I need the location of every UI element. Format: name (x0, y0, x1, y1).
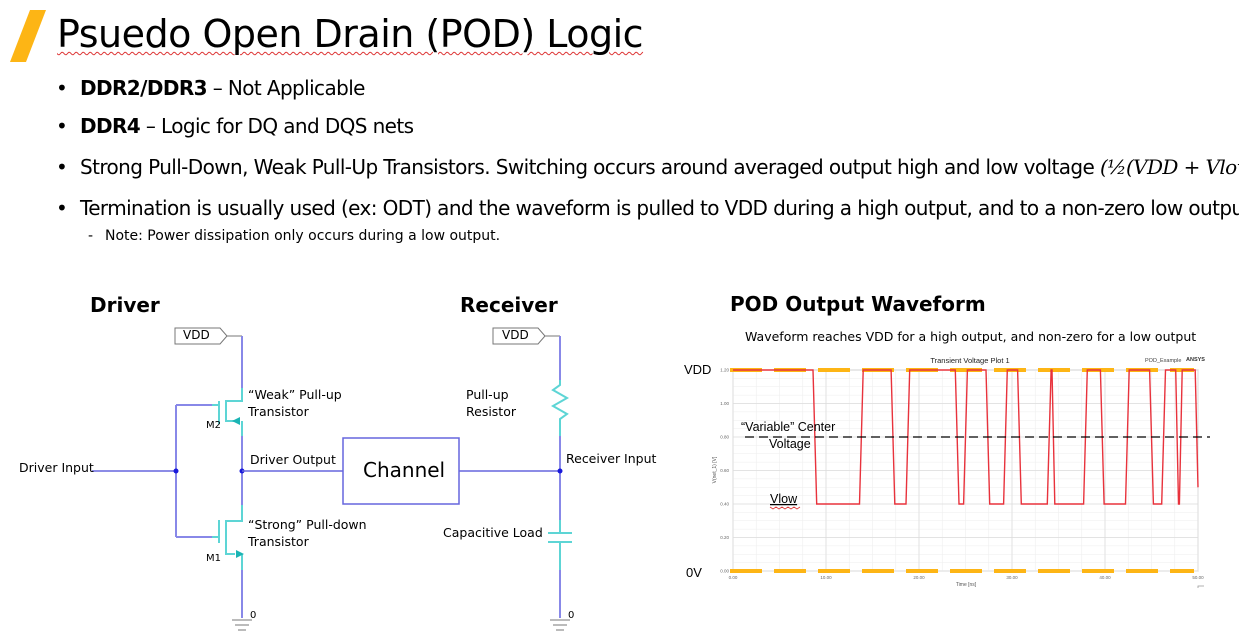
chart-grid (732, 369, 1199, 572)
schematic (92, 327, 572, 631)
x-tick-label: 20.00 (913, 575, 925, 580)
y-tick-label: 0.20 (720, 535, 729, 540)
x-tick-label: 40.00 (1099, 575, 1111, 580)
pullup-resistor-icon (550, 380, 570, 436)
driver-heading: Driver (90, 293, 160, 317)
resistor-label-1: Pull-up (466, 387, 509, 402)
vlow-label: Vlow (770, 492, 798, 506)
spellcheck-squiggle (769, 506, 801, 510)
zero-volt-marker-label: 0V (686, 565, 702, 580)
channel-block (342, 437, 460, 505)
title-text: Psuedo Open Drain (POD) Logic (57, 12, 644, 56)
driver-ground-label: 0 (250, 610, 257, 621)
pullup-transistor-label-2: Transistor (248, 404, 309, 419)
receiver-vdd-label: VDD (502, 328, 529, 342)
page-title: Psuedo Open Drain (POD) Logic (57, 12, 644, 56)
center-voltage-label-1: “Variable” Center (741, 420, 835, 434)
waveform-caption: Waveform reaches VDD for a high output, … (745, 329, 1197, 344)
pulldown-transistor-label-1: “Strong” Pull-down (248, 517, 367, 532)
resistor-label-2: Resistor (466, 404, 516, 419)
bullet-bold: DDR2/DDR3 (80, 76, 208, 100)
x-tick-label: 0.00 (729, 575, 738, 580)
y-tick-label: 0.60 (720, 468, 729, 473)
chart-project-label: POD_Example (1145, 358, 1181, 364)
chart-xlabel: Time [ns] (956, 582, 977, 588)
y-tick-label: 1.00 (720, 401, 729, 406)
sub-bullet-note: -Note: Power dissipation only occurs dur… (88, 228, 500, 244)
driver-output-label: Driver Output (250, 452, 336, 467)
voltage-trace (733, 369, 1199, 505)
bullet-text: Termination is usually used (ex: ODT) an… (80, 196, 1239, 220)
receiver-heading: Receiver (460, 293, 558, 317)
m1-label: M1 (206, 553, 221, 564)
waveform-heading: POD Output Waveform (730, 292, 986, 316)
junction-dot (557, 468, 563, 474)
pullup-transistor-label-1: “Weak” Pull-up (248, 387, 342, 402)
resize-handle-icon (1197, 585, 1204, 588)
bullet-glyph: • (56, 76, 68, 100)
channel-label: Channel (363, 458, 446, 482)
receiver-input-label: Receiver Input (566, 451, 657, 466)
bullet-glyph: • (56, 155, 68, 179)
chart-vendor-label: ANSYS (1186, 357, 1205, 363)
y-tick-label: 1.20 (720, 368, 729, 373)
y-tick-label: 0.40 (720, 502, 729, 507)
receiver-ground-label: 0 (568, 610, 575, 621)
bullet-glyph: • (56, 196, 68, 220)
chart-title: Transient Voltage Plot 1 (930, 356, 1009, 365)
receiver-vdd-port (492, 327, 560, 345)
sub-bullet-text: Note: Power dissipation only occurs duri… (105, 228, 501, 244)
chart-ylabel: V(net_1) [V] (712, 456, 718, 483)
x-tick-label: 10.00 (820, 575, 832, 580)
x-tick-label: 30.00 (1006, 575, 1018, 580)
y-tick-label: 0.80 (720, 435, 729, 440)
center-voltage-label-2: Voltage (769, 437, 811, 451)
y-tick-label: 0.00 (720, 569, 729, 574)
bullet-text: – Logic for DQ and DQS nets (140, 114, 414, 138)
pulldown-transistor-label-2: Transistor (248, 534, 309, 549)
nmos-m1-transistor (218, 505, 244, 570)
bullet-bold: DDR4 (80, 114, 141, 138)
bullet-glyph: • (56, 114, 68, 138)
title-accent-slash (10, 10, 46, 62)
receiver-ground-icon (550, 619, 570, 631)
x-tick-label: 50.00 (1192, 575, 1204, 580)
driver-input-label: Driver Input (19, 460, 94, 475)
bullet-ddr2-ddr3: • DDR2/DDR3 – Not Applicable (56, 76, 365, 100)
center-voltage-formula: (½(VDD + Vlow)) (1099, 155, 1239, 179)
bullet-text: – Not Applicable (206, 76, 366, 100)
driver-vdd-label: VDD (183, 328, 210, 342)
driver-ground-icon (232, 619, 252, 631)
m2-label: M2 (206, 420, 221, 431)
transient-voltage-chart: Transient Voltage Plot 1 POD_Example ANS… (684, 356, 1210, 588)
vdd-marker-label: VDD (684, 362, 711, 377)
capacitor-icon (548, 520, 572, 570)
sub-bullet-glyph: - (88, 228, 94, 244)
bullet-termination: • Termination is usually used (ex: ODT) a… (56, 196, 1239, 220)
driver-vdd-port (174, 327, 242, 345)
bullet-switching: • Strong Pull-Down, Weak Pull-Up Transist… (56, 155, 1239, 179)
capacitive-load-label: Capacitive Load (443, 525, 543, 540)
bullet-text: Strong Pull-Down, Weak Pull-Up Transisto… (80, 155, 1095, 179)
pmos-m2-transistor (218, 388, 243, 436)
bullet-ddr4: • DDR4 – Logic for DQ and DQS nets (56, 114, 414, 138)
junction-dot (173, 468, 179, 474)
